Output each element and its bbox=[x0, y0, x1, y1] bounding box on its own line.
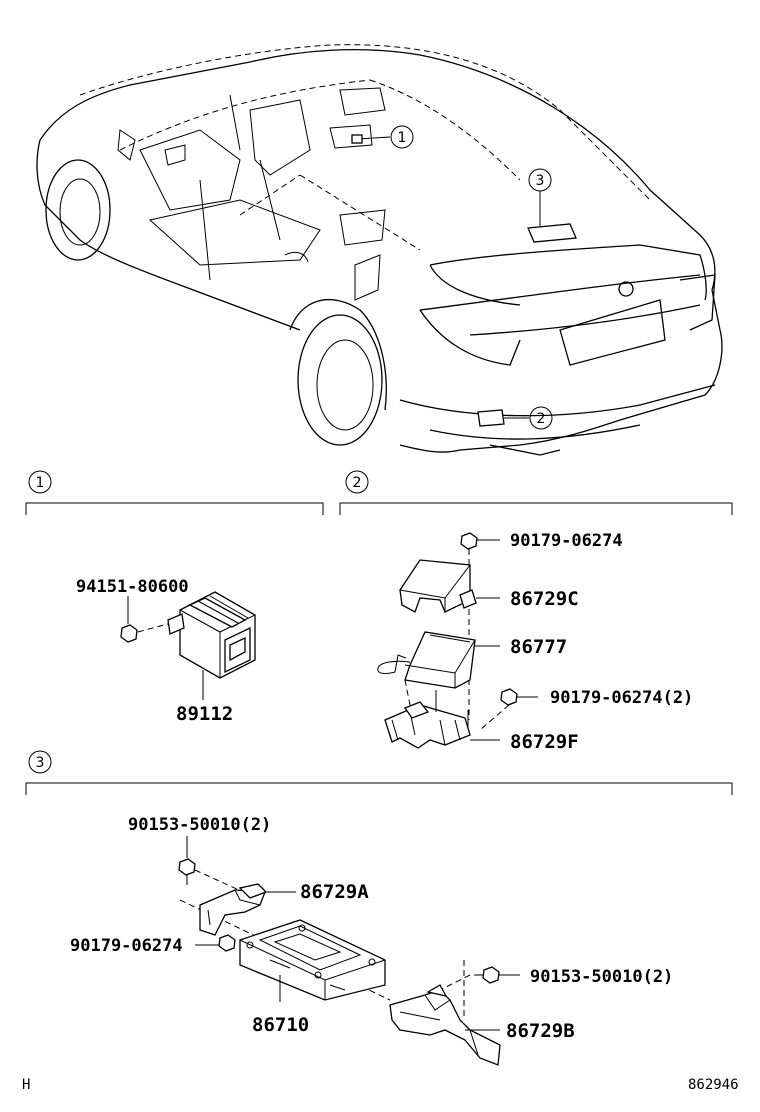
section-3-parts: 90153-50010(2) 86729A 90179-06274 86710 … bbox=[70, 815, 673, 1066]
bracket-86729B-icon bbox=[389, 984, 501, 1066]
part-number-90179-06274-left: 90179-06274 bbox=[70, 936, 183, 956]
footer-left-code: H bbox=[22, 1077, 30, 1093]
part-number-89112: 89112 bbox=[176, 703, 233, 725]
part-number-86777: 86777 bbox=[510, 636, 567, 658]
part-number-86729A: 86729A bbox=[300, 881, 369, 903]
nut-90179-right-icon bbox=[500, 688, 518, 706]
part-number-90179-06274-top: 90179-06274 bbox=[510, 531, 623, 551]
section-2-parts: 90179-06274 86729C 86777 90179-06274(2) … bbox=[377, 531, 693, 753]
callout-circle-2 bbox=[529, 406, 553, 430]
bolt-90153-top-icon bbox=[178, 858, 196, 885]
section-number-3: 3 bbox=[36, 755, 45, 771]
sensor-86777-icon bbox=[377, 631, 476, 689]
nut-90179-left-icon bbox=[218, 934, 236, 952]
nut-90179-top-icon bbox=[460, 532, 478, 550]
cover-86729C-icon bbox=[399, 559, 477, 613]
car-illustration: 1 3 2 bbox=[36, 44, 723, 456]
section-1-parts: 94151-80600 89112 bbox=[76, 577, 256, 725]
part-number-86729C: 86729C bbox=[510, 588, 579, 610]
part-number-90153-50010-right: 90153-50010(2) bbox=[530, 967, 673, 987]
part-number-94151-80600: 94151-80600 bbox=[76, 577, 189, 597]
relay-89112-icon bbox=[167, 591, 256, 679]
callout-circle-3 bbox=[528, 168, 552, 192]
part-number-86729F: 86729F bbox=[510, 731, 579, 753]
section-header-1: 1 bbox=[25, 470, 324, 515]
callout-label-1: 1 bbox=[398, 130, 407, 146]
module-86710-icon bbox=[239, 919, 386, 1001]
part-number-86729B: 86729B bbox=[506, 1020, 575, 1042]
footer-diagram-number: 862946 bbox=[688, 1077, 739, 1093]
part-number-90179-06274-2: 90179-06274(2) bbox=[550, 688, 693, 708]
section-header-2: 2 bbox=[339, 470, 733, 515]
bracket-86729F-icon bbox=[384, 690, 471, 749]
bracket-86729A-icon bbox=[199, 883, 268, 936]
bolt-90153-right-icon bbox=[474, 966, 500, 984]
callout-circle-1 bbox=[390, 125, 414, 149]
nut-94151-icon bbox=[120, 624, 138, 643]
callout-label-3: 3 bbox=[536, 173, 545, 189]
part-number-90153-50010-top: 90153-50010(2) bbox=[128, 815, 271, 835]
section-number-2: 2 bbox=[353, 475, 362, 491]
section-header-3: 3 bbox=[25, 750, 733, 795]
part-number-86710: 86710 bbox=[252, 1014, 309, 1036]
callout-label-2: 2 bbox=[537, 411, 546, 427]
section-number-1: 1 bbox=[36, 475, 45, 491]
